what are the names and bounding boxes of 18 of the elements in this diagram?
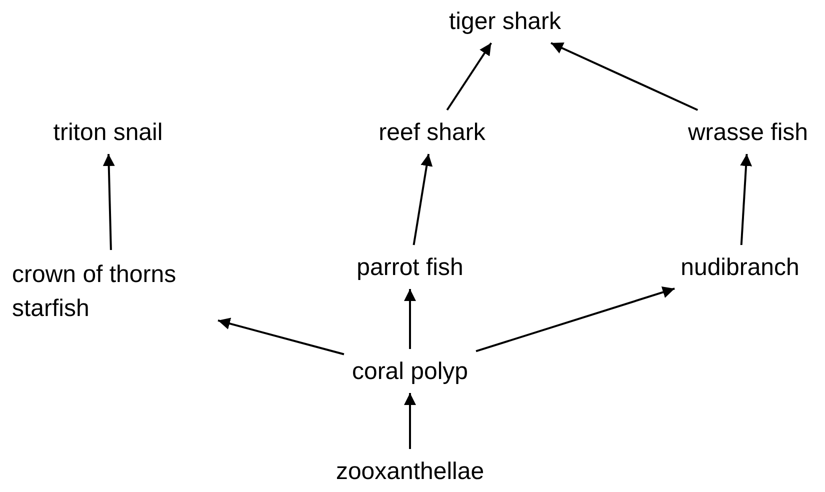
arrow (102, 154, 115, 250)
species-label: crown of thorns starfish (12, 258, 212, 326)
arrow (550, 42, 698, 111)
arrow (740, 154, 752, 246)
species-label: nudibranch (680, 253, 800, 283)
species-label: zooxanthellae (336, 457, 484, 487)
species-label: wrasse fish (688, 118, 808, 148)
species-label: tiger shark (448, 7, 562, 37)
arrow (446, 42, 492, 111)
arrow (404, 289, 416, 349)
species-label: coral polyp (352, 357, 468, 387)
species-label: parrot fish (356, 253, 464, 283)
arrow (218, 318, 344, 356)
arrow (412, 154, 433, 246)
arrow (476, 286, 675, 352)
arrow (404, 393, 416, 449)
species-label: triton snail (53, 118, 163, 148)
species-label: reef shark (378, 118, 486, 148)
